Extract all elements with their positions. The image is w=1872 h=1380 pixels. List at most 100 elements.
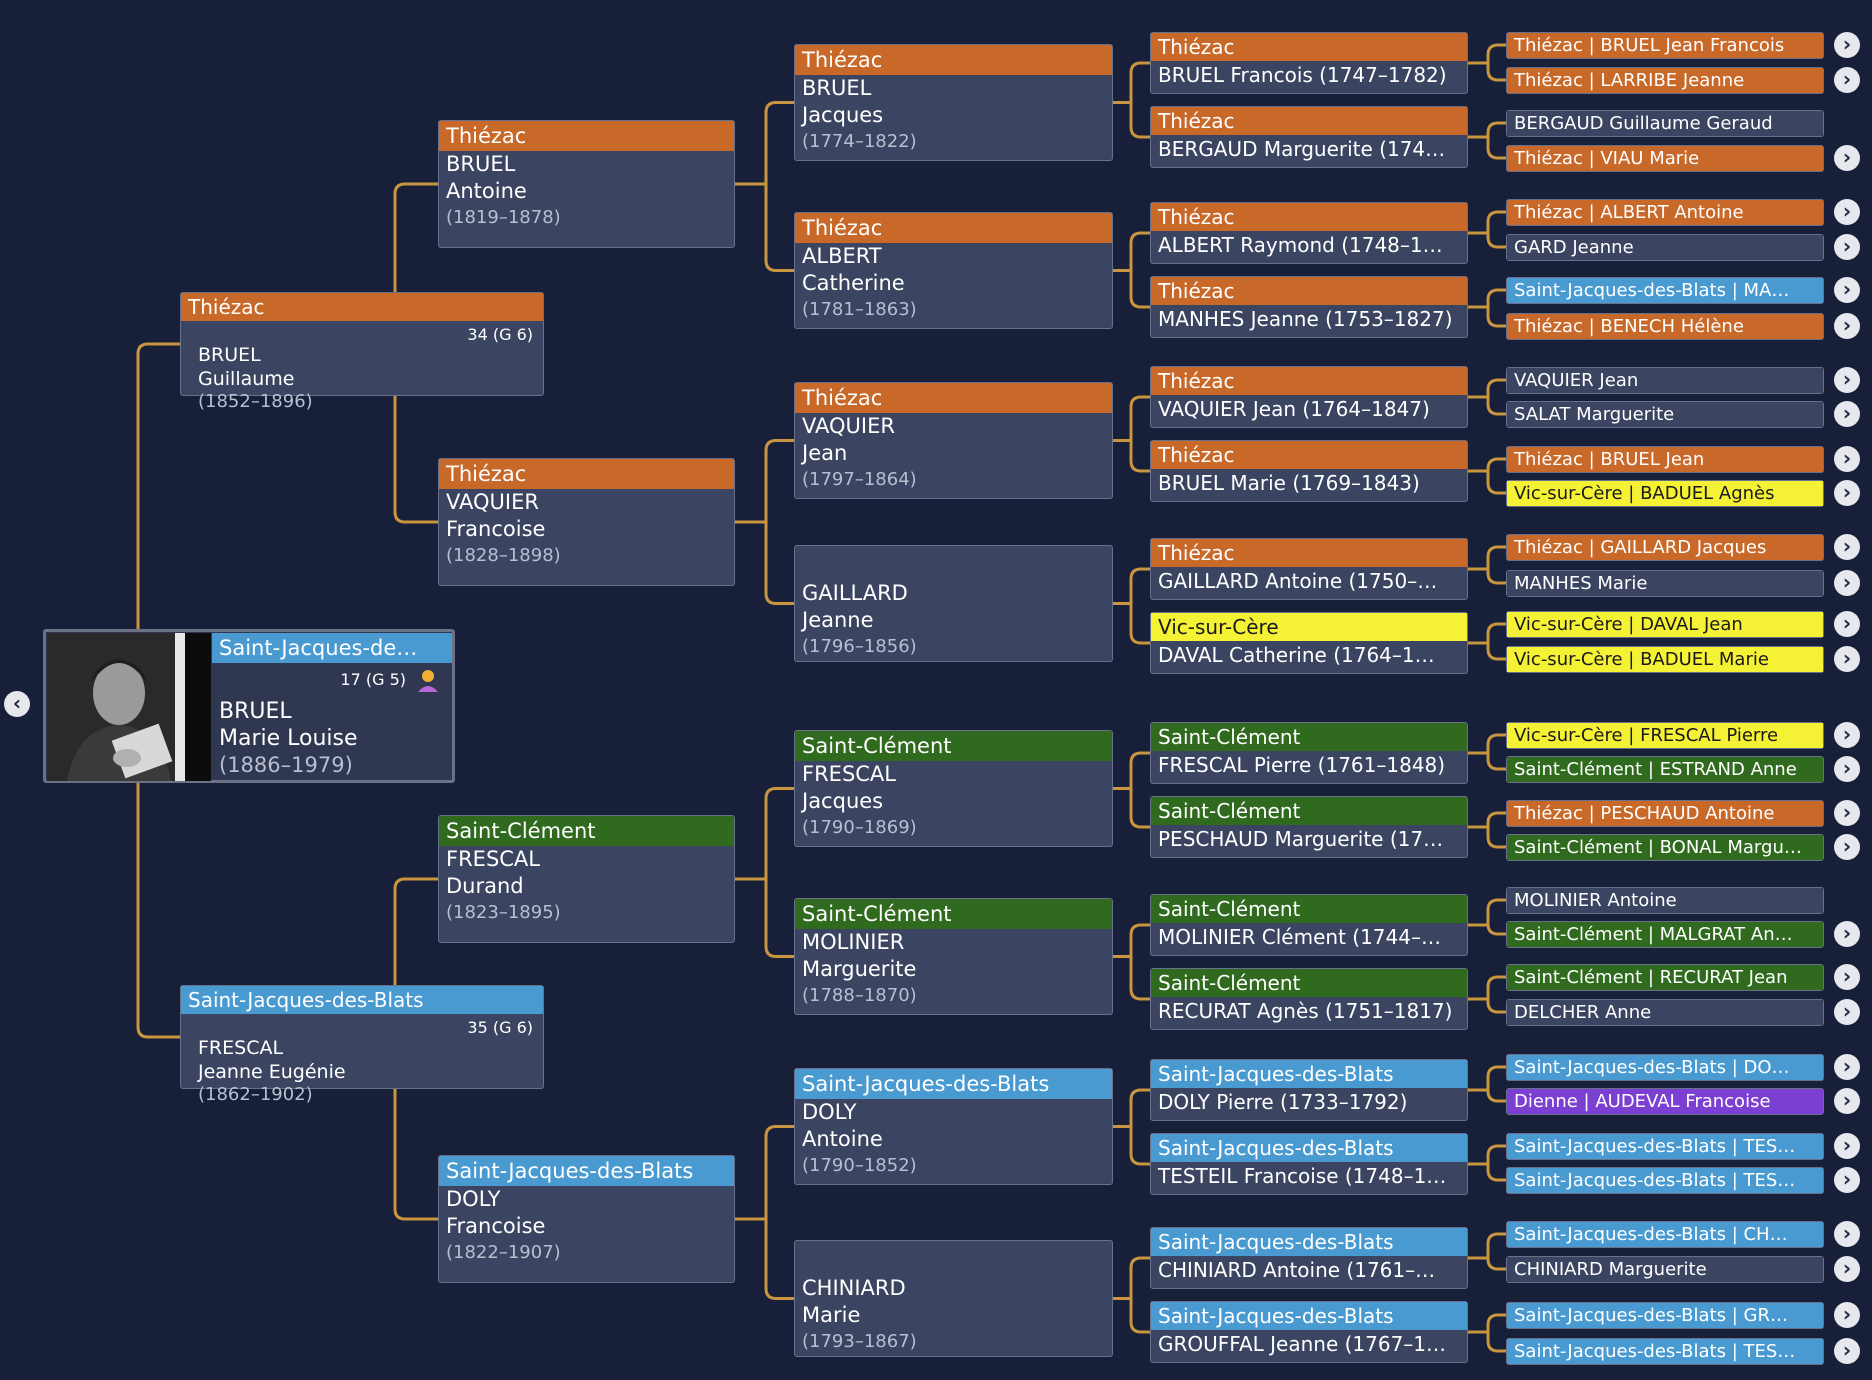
chevron-right-icon[interactable]: › (1834, 1256, 1860, 1282)
person-card-gen4[interactable]: Thiézac MANHES Jeanne (1753–1827) (1150, 276, 1468, 338)
chevron-right-icon[interactable]: › (1834, 1088, 1860, 1114)
place-header: Saint-Jacques-des-Blats (439, 1156, 734, 1186)
person-card-gen5[interactable]: Thiézac | ALBERT Antoine (1506, 199, 1824, 226)
person-card-gen4[interactable]: Saint-Jacques-des-Blats CHINIARD Antoine… (1150, 1227, 1468, 1289)
person-card-gen4[interactable]: Saint-Clément RECURAT Agnès (1751–1817) (1150, 968, 1468, 1030)
person-card-gen3[interactable]: CHINIARD Marie (1793–1867) (794, 1240, 1113, 1357)
person-card-gen4[interactable]: Saint-Jacques-des-Blats GROUFFAL Jeanne … (1150, 1301, 1468, 1363)
chevron-right-icon[interactable]: › (1834, 800, 1860, 826)
chevron-right-icon[interactable]: › (1834, 313, 1860, 339)
person-card-gen2[interactable]: Thiézac VAQUIER Francoise (1828–1898) (438, 458, 735, 586)
person-card-gen5[interactable]: Saint-Jacques-des-Blats | TES… (1506, 1338, 1824, 1365)
person-card-gen5[interactable]: Saint-Clément | BONAL Margu… (1506, 834, 1824, 861)
person-name: TESTEIL Francoise (1748–1… (1158, 1164, 1447, 1188)
person-card-gen5[interactable]: Thiézac | BRUEL Jean (1506, 446, 1824, 473)
chevron-right-icon[interactable]: › (1834, 834, 1860, 860)
person-card-gen5[interactable]: Saint-Jacques-des-Blats | CH… (1506, 1221, 1824, 1248)
chevron-right-icon[interactable]: › (1834, 367, 1860, 393)
chevron-right-icon[interactable]: › (1834, 722, 1860, 748)
person-card-gen2[interactable]: Saint-Jacques-des-Blats DOLY Francoise (… (438, 1155, 735, 1283)
place-person-label: Thiézac | ALBERT Antoine (1507, 200, 1823, 225)
chevron-right-icon[interactable]: › (1834, 277, 1860, 303)
chevron-right-icon[interactable]: › (1834, 756, 1860, 782)
person-card-gen4[interactable]: Saint-Clément FRESCAL Pierre (1761–1848) (1150, 722, 1468, 784)
person-card-gen1[interactable]: Thiézac 34 (G 6) BRUEL Guillaume (1852–1… (180, 292, 544, 412)
person-card-gen5[interactable]: BERGAUD Guillaume Geraud (1506, 110, 1824, 137)
person-card-gen5[interactable]: Dienne | AUDEVAL Francoise (1506, 1088, 1824, 1115)
person-card-gen5[interactable]: CHINIARD Marguerite (1506, 1256, 1824, 1283)
person-card-gen5[interactable]: Saint-Jacques-des-Blats | MA… (1506, 277, 1824, 304)
chevron-right-icon[interactable]: › (1834, 234, 1860, 260)
person-card-gen4[interactable]: Saint-Clément PESCHAUD Marguerite (17… (1150, 796, 1468, 858)
person-card-gen4[interactable]: Thiézac GAILLARD Antoine (1750–… (1150, 538, 1468, 600)
person-card-gen5[interactable]: Thiézac | BENECH Hélène (1506, 313, 1824, 340)
person-card-gen5[interactable]: Thiézac | LARRIBE Jeanne (1506, 67, 1824, 94)
person-card-gen4[interactable]: Thiézac BRUEL Francois (1747–1782) (1150, 32, 1468, 94)
person-card-gen5[interactable]: Saint-Jacques-des-Blats | TES… (1506, 1167, 1824, 1194)
chevron-right-icon[interactable]: › (1834, 199, 1860, 225)
person-card-gen5[interactable]: Saint-Clément | MALGRAT An… (1506, 921, 1824, 948)
person-card-gen5[interactable]: Vic-sur-Cère | DAVAL Jean (1506, 611, 1824, 638)
person-card-gen5[interactable]: Saint-Jacques-des-Blats | GR… (1506, 1302, 1824, 1329)
chevron-right-icon[interactable]: › (1834, 999, 1860, 1025)
person-card-gen1[interactable]: Saint-Jacques-des-Blats 35 (G 6) FRESCAL… (180, 985, 544, 1105)
chevron-right-icon[interactable]: › (1834, 534, 1860, 560)
person-card-gen4[interactable]: Thiézac ALBERT Raymond (1748–1… (1150, 202, 1468, 264)
chevron-right-icon[interactable]: › (1834, 611, 1860, 637)
person-card-gen5[interactable]: Saint-Jacques-des-Blats | DO… (1506, 1054, 1824, 1081)
person-card-gen4[interactable]: Thiézac VAQUIER Jean (1764–1847) (1150, 366, 1468, 428)
person-card-gen5[interactable]: MANHES Marie (1506, 570, 1824, 597)
person-card-gen5[interactable]: Thiézac | BRUEL Jean Francois (1506, 32, 1824, 59)
person-card-gen5[interactable]: MOLINIER Antoine (1506, 887, 1824, 914)
chevron-right-icon[interactable]: › (1834, 646, 1860, 672)
chevron-right-icon[interactable]: › (1834, 1167, 1860, 1193)
root-person-card[interactable]: Saint-Jacques-de… 17 (G 5) BRUEL Marie L… (43, 629, 455, 783)
person-card-gen4[interactable]: Vic-sur-Cère DAVAL Catherine (1764–1… (1150, 612, 1468, 674)
person-dates: (1788–1870) (802, 985, 917, 1006)
person-card-gen4[interactable]: Saint-Jacques-des-Blats DOLY Pierre (173… (1150, 1059, 1468, 1121)
chevron-right-icon[interactable]: › (1834, 964, 1860, 990)
chevron-right-icon[interactable]: › (1834, 1054, 1860, 1080)
chevron-right-icon[interactable]: › (1834, 570, 1860, 596)
person-card-gen3[interactable]: GAILLARD Jeanne (1796–1856) (794, 545, 1113, 662)
person-card-gen2[interactable]: Thiézac BRUEL Antoine (1819–1878) (438, 120, 735, 248)
chevron-right-icon[interactable]: › (1834, 32, 1860, 58)
chevron-right-icon[interactable]: › (1834, 145, 1860, 171)
person-card-gen5[interactable]: GARD Jeanne (1506, 234, 1824, 261)
chevron-right-icon[interactable]: › (1834, 921, 1860, 947)
person-card-gen5[interactable]: Saint-Clément | ESTRAND Anne (1506, 756, 1824, 783)
person-card-gen5[interactable]: DELCHER Anne (1506, 999, 1824, 1026)
person-name: RECURAT Agnès (1751–1817) (1158, 999, 1453, 1023)
person-card-gen3[interactable]: Saint-Clément MOLINIER Marguerite (1788–… (794, 898, 1113, 1015)
person-card-gen5[interactable]: Saint-Jacques-des-Blats | TES… (1506, 1133, 1824, 1160)
person-card-gen5[interactable]: Thiézac | PESCHAUD Antoine (1506, 800, 1824, 827)
person-card-gen5[interactable]: Vic-sur-Cère | BADUEL Marie (1506, 646, 1824, 673)
chevron-right-icon[interactable]: › (1834, 1338, 1860, 1364)
person-card-gen5[interactable]: Vic-sur-Cère | FRESCAL Pierre (1506, 722, 1824, 749)
person-card-gen3[interactable]: Thiézac VAQUIER Jean (1797–1864) (794, 382, 1113, 499)
person-card-gen4[interactable]: Saint-Jacques-des-Blats TESTEIL Francois… (1150, 1133, 1468, 1195)
person-card-gen3[interactable]: Thiézac ALBERT Catherine (1781–1863) (794, 212, 1113, 329)
chevron-right-icon[interactable]: › (1834, 1302, 1860, 1328)
chevron-right-icon[interactable]: › (1834, 1221, 1860, 1247)
person-card-gen5[interactable]: Thiézac | VIAU Marie (1506, 145, 1824, 172)
person-card-gen3[interactable]: Saint-Clément FRESCAL Jacques (1790–1869… (794, 730, 1113, 847)
chevron-right-icon[interactable]: › (1834, 1133, 1860, 1159)
person-card-gen5[interactable]: Vic-sur-Cère | BADUEL Agnès (1506, 480, 1824, 507)
person-card-gen4[interactable]: Thiézac BRUEL Marie (1769–1843) (1150, 440, 1468, 502)
person-card-gen5[interactable]: Saint-Clément | RECURAT Jean (1506, 964, 1824, 991)
chevron-right-icon[interactable]: › (1834, 401, 1860, 427)
person-card-gen2[interactable]: Saint-Clément FRESCAL Durand (1823–1895) (438, 815, 735, 943)
person-card-gen3[interactable]: Thiézac BRUEL Jacques (1774–1822) (794, 44, 1113, 161)
chevron-right-icon[interactable]: › (1834, 67, 1860, 93)
person-card-gen4[interactable]: Saint-Clément MOLINIER Clément (1744–… (1150, 894, 1468, 956)
chevron-right-icon[interactable]: › (1834, 480, 1860, 506)
chevron-left-icon[interactable]: ‹ (4, 691, 30, 717)
person-card-gen5[interactable]: SALAT Marguerite (1506, 401, 1824, 428)
person-card-gen5[interactable]: VAQUIER Jean (1506, 367, 1824, 394)
person-card-gen4[interactable]: Thiézac BERGAUD Marguerite (174… (1150, 106, 1468, 168)
place-person-label: Thiézac | LARRIBE Jeanne (1507, 68, 1823, 93)
person-card-gen3[interactable]: Saint-Jacques-des-Blats DOLY Antoine (17… (794, 1068, 1113, 1185)
person-card-gen5[interactable]: Thiézac | GAILLARD Jacques (1506, 534, 1824, 561)
chevron-right-icon[interactable]: › (1834, 446, 1860, 472)
